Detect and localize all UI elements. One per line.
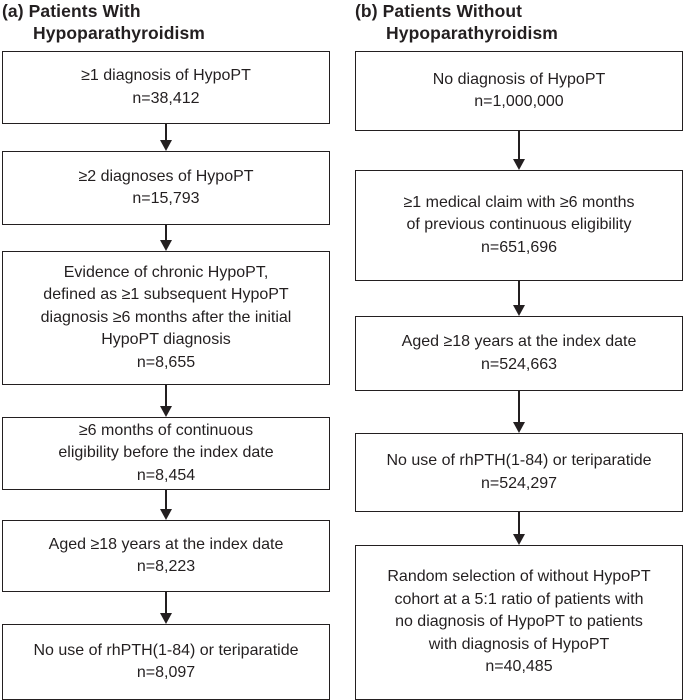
arrow-stem xyxy=(165,592,167,613)
column-with-hypopt: (a) Patients With Hypoparathyroidism ≥1 … xyxy=(2,0,330,700)
arrow-down xyxy=(2,225,330,251)
arrow-head-icon xyxy=(160,509,172,520)
column-without-hypopt: (b) Patients Without Hypoparathyroidism … xyxy=(355,0,683,700)
flow-box-a5-age: Aged ≥18 years at the index date n=8,223 xyxy=(2,520,330,592)
column-b-title: (b) Patients Without Hypoparathyroidism xyxy=(355,1,558,43)
arrow-stem xyxy=(165,124,167,140)
arrow-stem xyxy=(165,385,167,406)
arrow-head-icon xyxy=(513,422,525,433)
flow-box-b2-medical-claim: ≥1 medical claim with ≥6 months of previ… xyxy=(355,170,683,281)
arrow-down xyxy=(2,385,330,417)
arrow-head-icon xyxy=(513,534,525,545)
arrow-stem xyxy=(518,512,520,534)
arrow-head-icon xyxy=(513,305,525,316)
arrow-down xyxy=(355,391,683,433)
flow-box-a3-chronic-evidence: Evidence of chronic HypoPT, defined as ≥… xyxy=(2,251,330,385)
arrow-down xyxy=(2,592,330,624)
flow-box-b4-no-rhpth: No use of rhPTH(1-84) or teriparatide n=… xyxy=(355,433,683,512)
arrow-down xyxy=(355,512,683,545)
arrow-down xyxy=(2,490,330,520)
flow-box-b3-age: Aged ≥18 years at the index date n=524,6… xyxy=(355,316,683,391)
flow-box-b1-no-diagnosis: No diagnosis of HypoPT n=1,000,000 xyxy=(355,51,683,131)
flow-box-a6-no-rhpth: No use of rhPTH(1-84) or teriparatide n=… xyxy=(2,624,330,700)
arrow-stem xyxy=(518,131,520,159)
arrow-stem xyxy=(165,490,167,509)
arrow-stem xyxy=(518,391,520,422)
flow-box-a2-diagnoses: ≥2 diagnoses of HypoPT n=15,793 xyxy=(2,151,330,225)
arrow-down xyxy=(355,131,683,170)
arrow-stem xyxy=(165,225,167,240)
flow-box-b5-random-selection: Random selection of without HypoPT cohor… xyxy=(355,545,683,700)
arrow-down xyxy=(2,124,330,151)
column-a-title: (a) Patients With Hypoparathyroidism xyxy=(2,1,205,43)
arrow-head-icon xyxy=(513,159,525,170)
arrow-down xyxy=(355,281,683,316)
flow-box-a1-diagnosis: ≥1 diagnosis of HypoPT n=38,412 xyxy=(2,51,330,124)
arrow-head-icon xyxy=(160,240,172,251)
arrow-stem xyxy=(518,281,520,305)
arrow-head-icon xyxy=(160,406,172,417)
arrow-head-icon xyxy=(160,613,172,624)
arrow-head-icon xyxy=(160,140,172,151)
flow-box-a4-eligibility: ≥6 months of continuous eligibility befo… xyxy=(2,417,330,490)
